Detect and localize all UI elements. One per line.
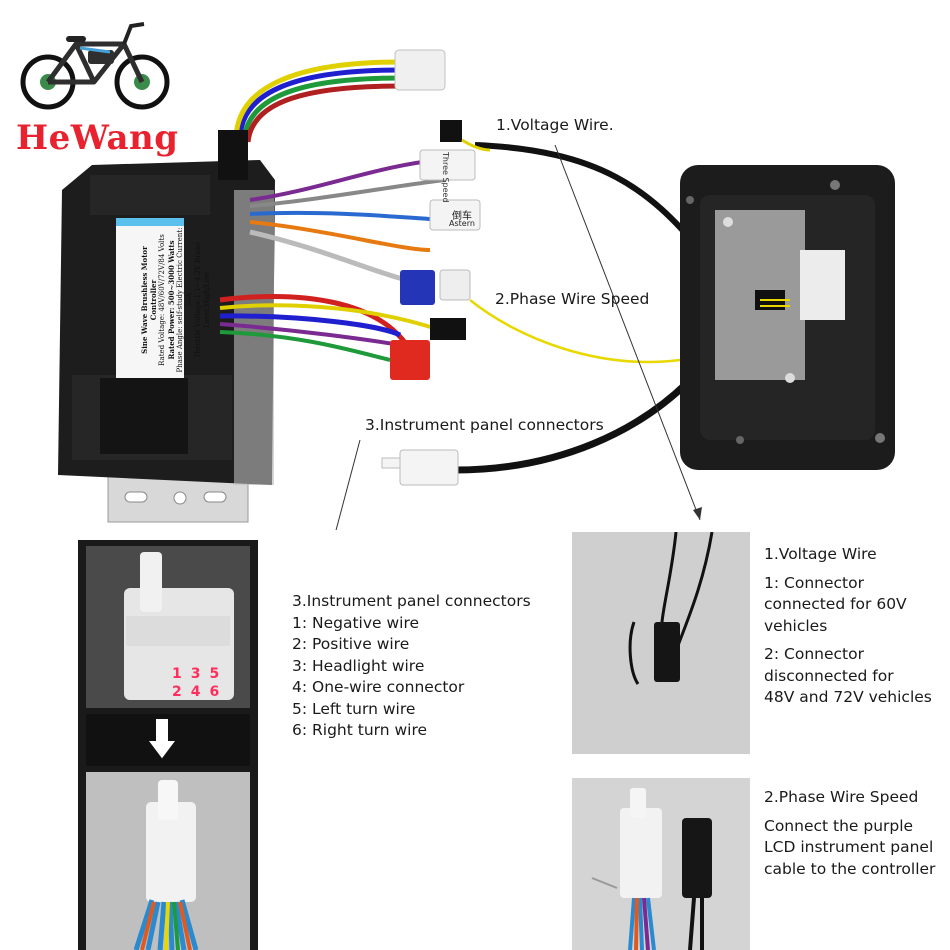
voltage-wire-connector-photo [628,532,714,685]
controller-label-text: Sine Wave Brushless Motor Controller Rat… [140,227,211,373]
phase-wire-info: 2.Phase Wire Speed Connect the purple LC… [764,787,935,880]
pin-1: 1 [172,666,191,682]
phase-wire-photo [572,778,750,950]
pin-5: 5 [209,666,229,682]
pin-description: 6: Right turn wire [292,721,428,739]
voltage-wire-photo [572,532,750,754]
voltage-wire-callout: 1.Voltage Wire. [496,116,614,134]
phase-wire-callout: 2.Phase Wire Speed [495,290,650,308]
reverse-tag-cn: 倒车 [452,211,472,222]
pin-description: 3: Headlight wire [292,656,425,675]
voltage-wire-info: 1.Voltage Wire 1: Connector connected fo… [764,544,932,709]
pin-description: 5: Left turn wire [292,699,416,718]
phase-section-title: 2.Phase Wire Speed [764,788,919,806]
connector-wires-photo [133,780,199,950]
reverse-tag-en: Astern [449,219,475,228]
pin-description: 1: Negative wire [292,613,420,632]
controller-wiring-illustration [58,49,895,530]
bicycle-icon [20,22,170,110]
brand-name: HeWang [16,118,179,158]
phase-desc-line: LCD instrument panel [764,838,934,856]
voltage-item1-line: connected for 60V [764,595,907,613]
voltage-item2-line: 48V and 72V vehicles [764,688,932,706]
voltage-item2-line: disconnected for [764,666,894,685]
pin-description: 4: One-wire connector [292,678,465,696]
voltage-item1-line: vehicles [764,616,828,635]
pin-4: 4 [190,684,210,700]
phase-wire-connector-photo [591,788,712,950]
pin-3: 3 [190,666,210,682]
connector-photo-panel [78,540,258,950]
voltage-item1-line: 1: Connector [764,573,864,592]
phase-desc-line: cable to the controller [764,859,936,878]
pin-2: 2 [172,684,191,700]
pin-numbers: 135 246 [172,665,228,701]
pin-6: 6 [209,684,229,700]
phase-desc-line: Connect the purple [764,816,914,835]
instrument-connectors-callout: 3.Instrument panel connectors [365,416,604,434]
controller-label [116,218,184,378]
voltage-section-title: 1.Voltage Wire [764,545,877,563]
instrument-section-title: 3.Instrument panel connectors [292,592,531,610]
connector-housing-photo [124,552,234,700]
instrument-connectors-list: 3.Instrument panel connectors 1: Negativ… [292,591,531,742]
voltage-item2-line: 2: Connector [764,645,864,663]
pin-description: 2: Positive wire [292,635,410,653]
three-speed-tag: Three Speed [441,152,450,203]
down-arrow-icon [145,717,179,762]
